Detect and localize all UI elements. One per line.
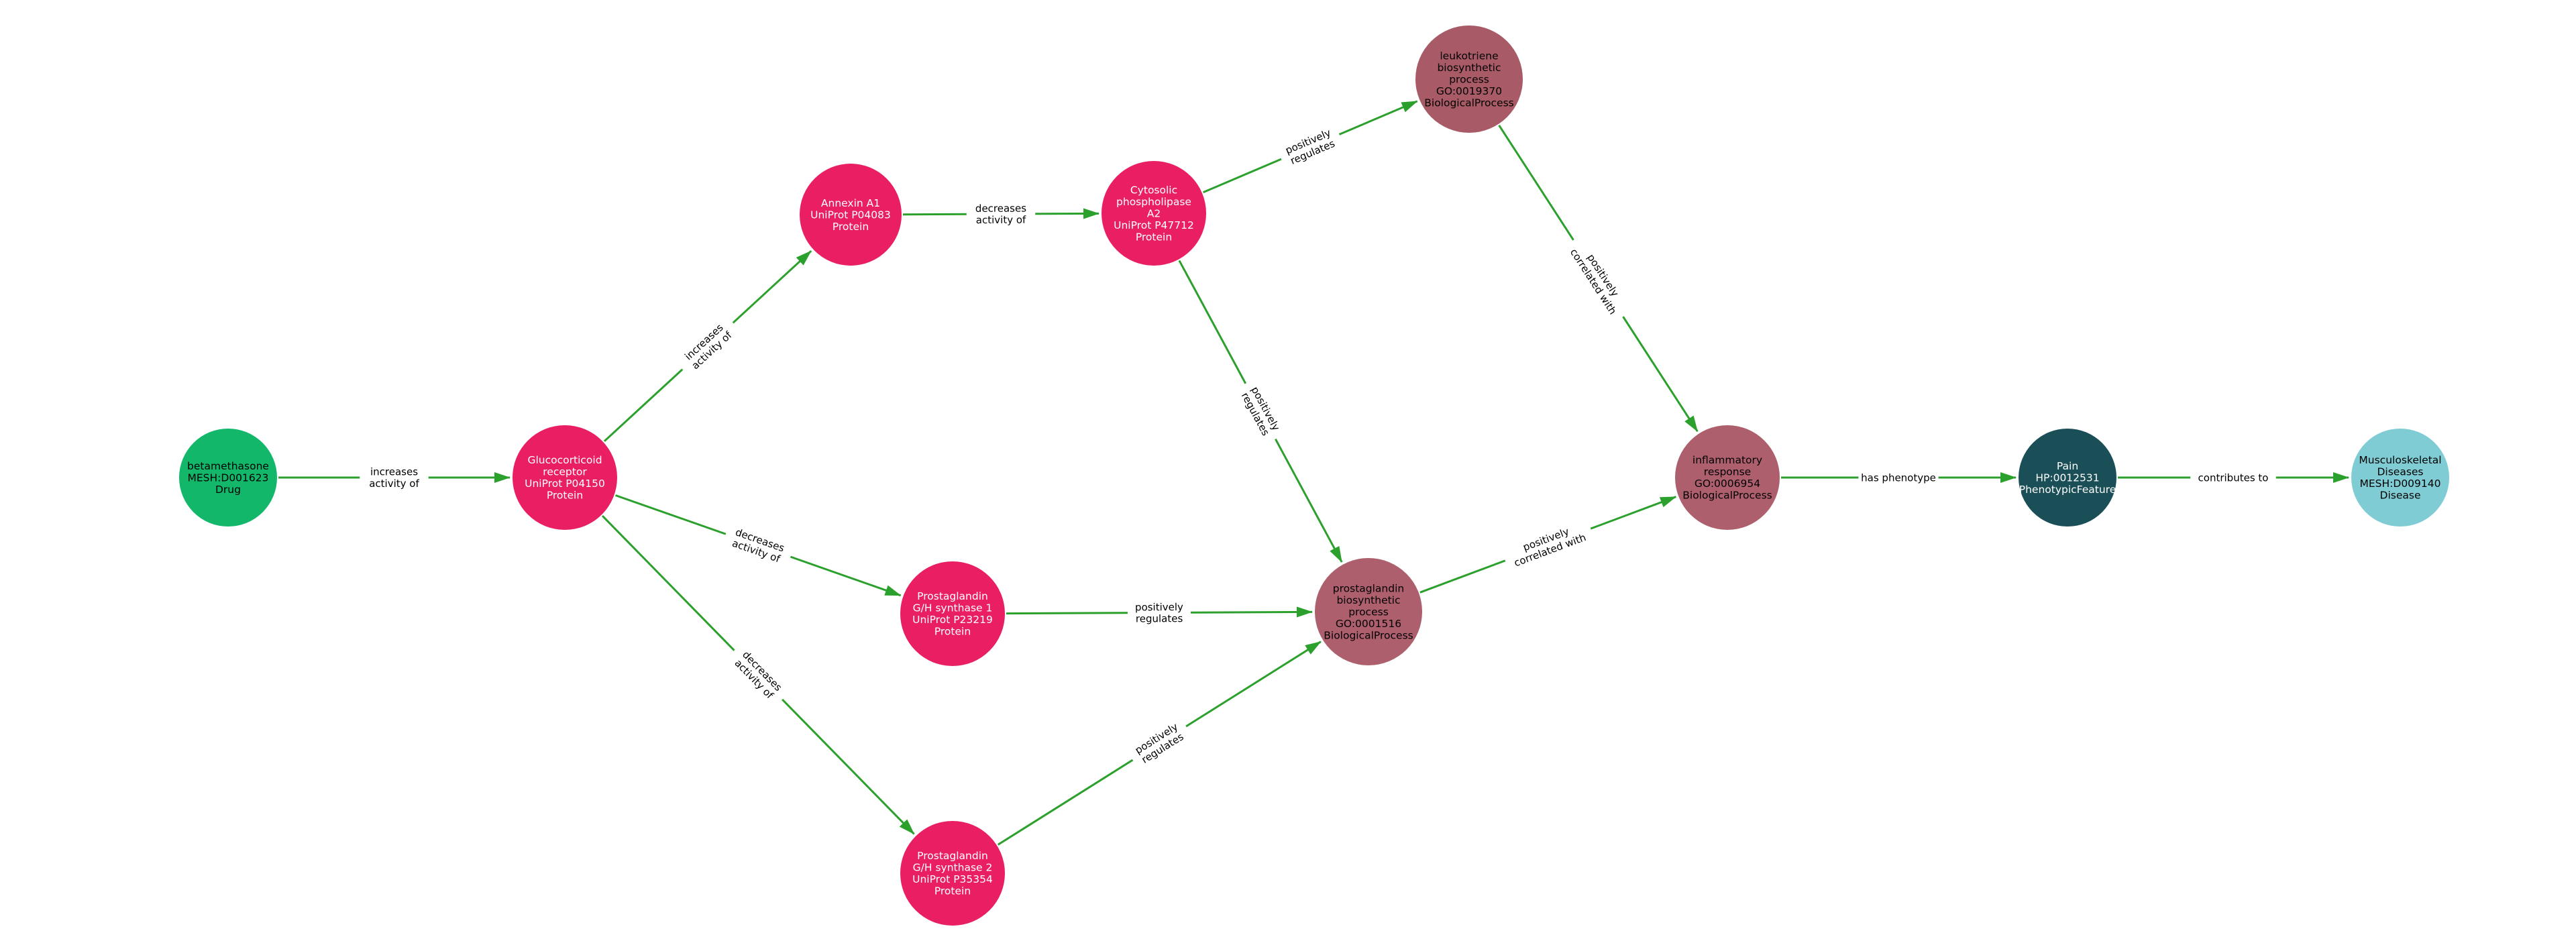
edge-label-bg bbox=[675, 315, 741, 378]
edge-label-bg bbox=[1277, 123, 1344, 170]
edge-label-cytosolic-phospholipase-a2--prostaglandin-biosynthetic-process: positivelyregulates bbox=[1235, 378, 1286, 445]
edge-label-text: contributes to bbox=[2198, 472, 2269, 484]
edge-label-bg bbox=[1858, 470, 1939, 485]
edge-label-glucocorticoid-receptor--prostaglandin-gh-synthase-1: decreasesactivity of bbox=[722, 522, 794, 569]
edge-label-bg bbox=[2190, 470, 2276, 485]
edge-label-cytosolic-phospholipase-a2--leukotriene-biosynthetic-process: positivelyregulates bbox=[1277, 123, 1344, 170]
edge-label-leukotriene-biosynthetic-process--inflammatory-response: positivelycorrelated with bbox=[1564, 234, 1633, 323]
edge-label-bg bbox=[360, 465, 429, 490]
edge-label-bg bbox=[722, 522, 794, 569]
edge-label-bg bbox=[1501, 517, 1595, 572]
edge-label-bg bbox=[1564, 234, 1633, 323]
edge-label-text: has phenotype bbox=[1861, 472, 1936, 484]
node-circle-leukotriene-biosynthetic-process[interactable] bbox=[1415, 25, 1523, 133]
node-circle-pain[interactable] bbox=[2019, 429, 2116, 527]
edge-label-text: positivelyregulates bbox=[1283, 127, 1337, 168]
edge-label-glucocorticoid-receptor--prostaglandin-gh-synthase-2: decreasesactivity of bbox=[726, 643, 791, 708]
edge-label-glucocorticoid-receptor--annexin-a1: increasesactivity of bbox=[675, 315, 741, 378]
node-circle-cytosolic-phospholipase-a2[interactable] bbox=[1102, 161, 1206, 266]
node-circle-glucocorticoid-receptor[interactable] bbox=[513, 425, 617, 530]
node-circle-annexin-a1[interactable] bbox=[800, 164, 902, 266]
edge-label-text: positivelyregulates bbox=[1238, 384, 1282, 438]
node-circle-betamethasone[interactable] bbox=[179, 429, 277, 527]
node-circle-musculoskeletal-diseases[interactable] bbox=[2351, 429, 2449, 527]
edge-label-text: decreasesactivity of bbox=[730, 526, 786, 565]
node-circle-prostaglandin-gh-synthase-1[interactable] bbox=[900, 561, 1005, 666]
edge-label-bg bbox=[1127, 600, 1191, 626]
edge-label-inflammatory-response--pain: has phenotype bbox=[1858, 470, 1939, 485]
edge-label-bg bbox=[1126, 716, 1192, 770]
edge-label-bg bbox=[966, 201, 1036, 227]
node-circle-prostaglandin-biosynthetic-process[interactable] bbox=[1315, 558, 1422, 665]
edge-label-bg bbox=[1235, 378, 1286, 445]
edge-label-bg bbox=[726, 643, 791, 708]
node-circle-inflammatory-response[interactable] bbox=[1675, 425, 1780, 530]
edge-label-prostaglandin-biosynthetic-process--inflammatory-response: positivelycorrelated with bbox=[1501, 517, 1595, 572]
edge-label-pain--musculoskeletal-diseases: contributes to bbox=[2190, 470, 2276, 485]
edge-label-prostaglandin-gh-synthase-2--prostaglandin-biosynthetic-process: positivelyregulates bbox=[1126, 716, 1192, 770]
node-circle-prostaglandin-gh-synthase-2[interactable] bbox=[900, 821, 1005, 926]
